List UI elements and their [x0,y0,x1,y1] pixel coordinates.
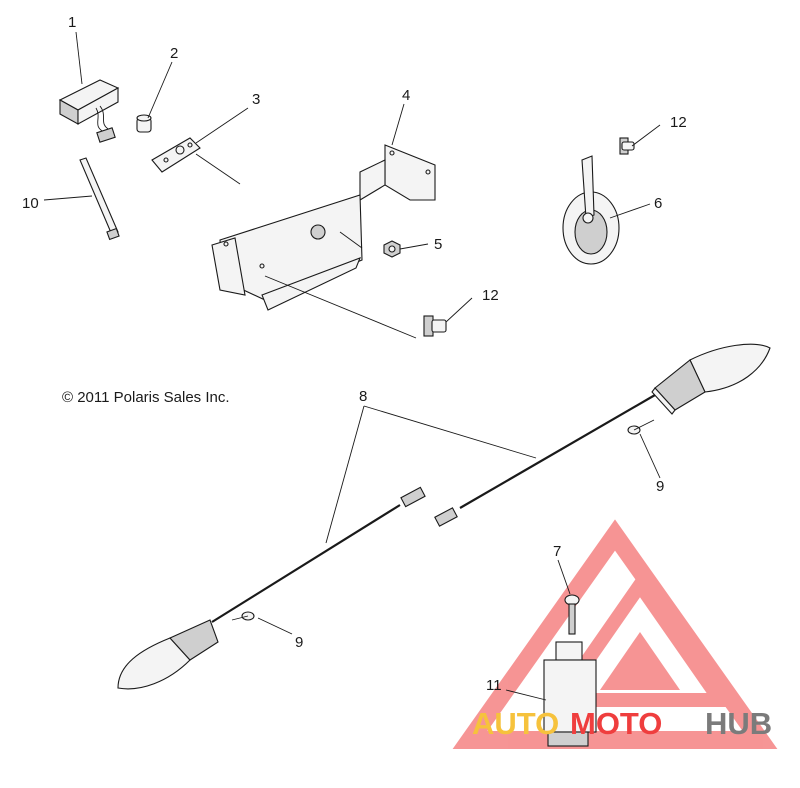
connector-left [400,486,426,508]
callout-8: 8 [359,388,367,405]
callout-2: 2 [170,45,178,62]
screw-left-part [231,611,255,621]
callout-6: 6 [654,195,662,212]
watermark-text: AUTO MOTO HUB [472,706,772,741]
screw-7-part [564,594,580,635]
callout-10: 10 [22,195,39,212]
callout-labels: 1 2 3 4 5 12 10 6 12 8 9 9 7 11 [22,14,687,694]
license-bracket-part [211,144,436,311]
callout-7: 7 [553,543,561,560]
horn-part [562,155,620,265]
wire-left [211,504,401,623]
bolt-upper-part [619,137,635,155]
cable-tie-part [79,157,120,241]
license-lamp-part [58,79,120,143]
callout-12-upper: 12 [670,114,687,131]
callout-4: 4 [402,87,410,104]
callout-3: 3 [252,91,260,108]
bolt-lower-part [423,315,447,337]
copyright-text: © 2011 Polaris Sales Inc. [62,389,230,406]
watermark-logo-icon [452,519,778,749]
wire-right [459,394,656,509]
connector-right [434,507,458,527]
callout-12-lower: 12 [482,287,499,304]
nut-part [383,240,401,258]
turn-signal-right-part [651,343,771,415]
watermark-hub: HUB [705,706,772,741]
spacer-part [136,114,152,133]
plate-bracket-part [151,137,201,173]
flasher-relay-part [543,641,597,747]
watermark-auto: AUTO [472,706,559,741]
leader-lines [43,31,661,701]
callout-9-left: 9 [295,634,303,651]
screw-right-part [627,419,655,435]
callout-9-right: 9 [656,478,664,495]
callout-1: 1 [68,14,76,31]
callout-11: 11 [486,677,502,694]
watermark-moto: MOTO [570,706,662,741]
callout-5: 5 [434,236,442,253]
turn-signal-left-part [117,619,219,690]
